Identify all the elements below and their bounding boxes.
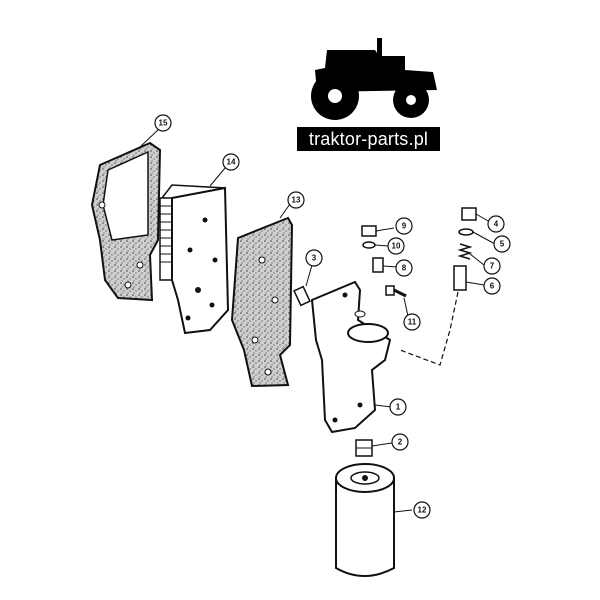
callout-circle [222, 153, 240, 171]
callout-circle [387, 237, 405, 255]
callout-8: 8 [395, 259, 413, 277]
callout-number: 9 [402, 222, 407, 231]
part-14-oil-cooler-core [159, 184, 230, 335]
callout-3: 3 [305, 249, 323, 267]
part-8-fitting [372, 257, 384, 273]
callout-number: 3 [312, 254, 317, 263]
part-15-gasket [90, 141, 162, 302]
part-7-spring [457, 243, 473, 260]
callout-10: 10 [387, 237, 405, 255]
callout-number: 11 [408, 318, 417, 327]
callout-6: 6 [483, 277, 501, 295]
part-4-relief-valve-plug [461, 207, 477, 221]
callout-circle [395, 217, 413, 235]
callout-11: 11 [403, 313, 421, 331]
callout-number: 10 [392, 242, 401, 251]
callout-circle [487, 215, 505, 233]
part-1-housing [310, 280, 392, 434]
brand-logo: traktor-parts.pl [297, 30, 440, 151]
callout-circle [483, 277, 501, 295]
part-9-plug [361, 225, 377, 237]
callout-4: 4 [487, 215, 505, 233]
part-5-o-ring [458, 228, 474, 236]
part-12-oil-filter [335, 463, 395, 577]
callout-leaders [139, 127, 496, 513]
callout-number: 8 [402, 264, 407, 273]
tractor-icon [311, 38, 437, 120]
callout-7: 7 [483, 257, 501, 275]
callout-circle [483, 257, 501, 275]
callout-13: 13 [287, 191, 305, 209]
callout-circle [413, 501, 431, 519]
part-13-gasket [230, 216, 294, 388]
part-2-filter-adapter-nipple [355, 439, 373, 457]
callout-circle [403, 313, 421, 331]
callout-number: 13 [292, 196, 301, 205]
callout-circle [391, 433, 409, 451]
part-10-o-ring [362, 241, 376, 249]
callout-number: 15 [159, 119, 168, 128]
callout-number: 14 [227, 158, 236, 167]
part-11-bolt [385, 285, 407, 298]
callout-15: 15 [154, 114, 172, 132]
callout-2: 2 [391, 433, 409, 451]
callout-number: 1 [396, 403, 401, 412]
callout-number: 7 [490, 262, 495, 271]
callout-14: 14 [222, 153, 240, 171]
brand-logo-text: traktor-parts.pl [297, 127, 440, 151]
callout-circle [389, 398, 407, 416]
callout-circle [154, 114, 172, 132]
callout-number: 5 [500, 240, 505, 249]
callout-circle [287, 191, 305, 209]
callout-number: 4 [494, 220, 499, 229]
callout-9: 9 [395, 217, 413, 235]
callout-number: 12 [418, 506, 427, 515]
assembly-path-line [399, 291, 459, 366]
part-3-plug [293, 285, 311, 307]
callout-number: 6 [490, 282, 495, 291]
callout-circle [493, 235, 511, 253]
callout-1: 1 [389, 398, 407, 416]
callout-5: 5 [493, 235, 511, 253]
part-6-relief-valve-piston [453, 265, 467, 291]
callout-12: 12 [413, 501, 431, 519]
callout-number: 2 [398, 438, 403, 447]
callout-circle [305, 249, 323, 267]
callout-circle [395, 259, 413, 277]
